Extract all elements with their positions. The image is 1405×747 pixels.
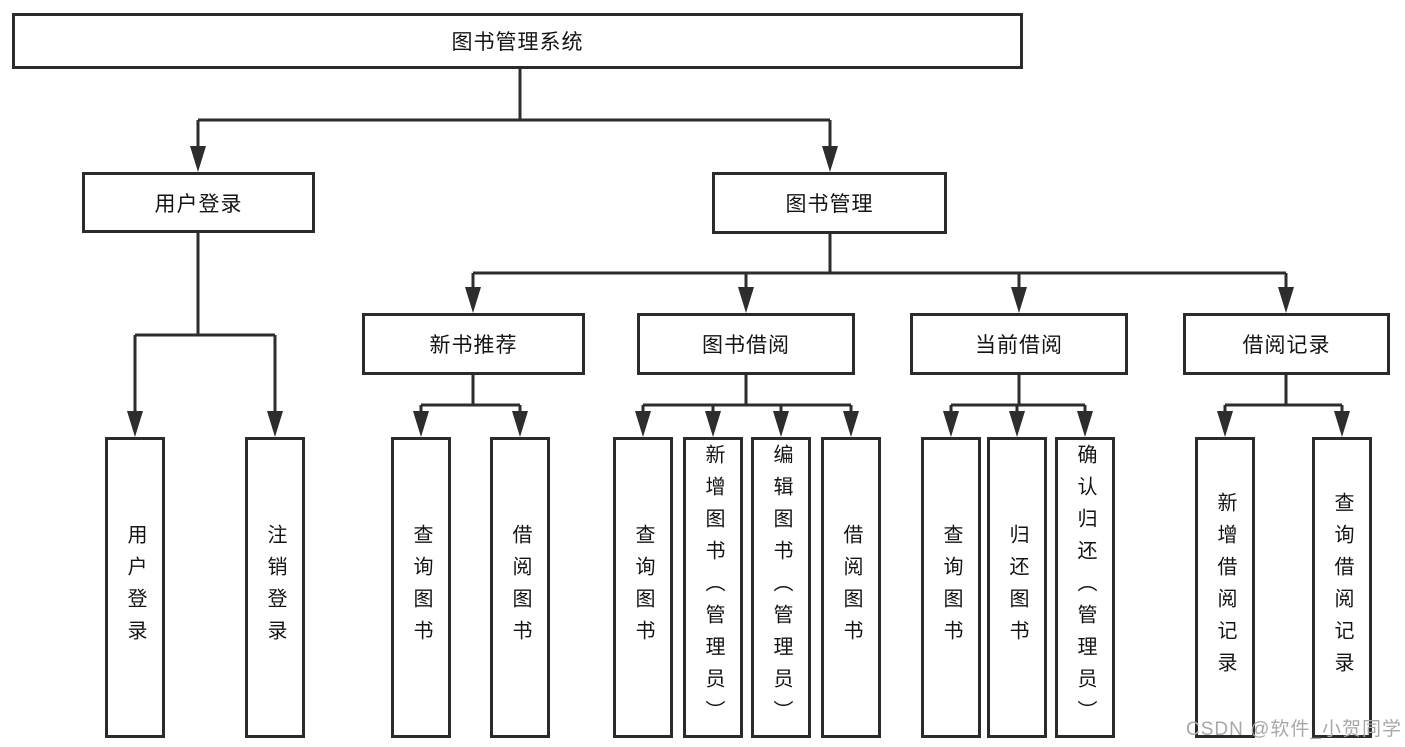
node-book-management: 图书管理 <box>712 172 947 234</box>
arrowheads <box>127 146 1350 437</box>
arrowhead <box>843 411 859 437</box>
node-borrow-records: 借阅记录 <box>1183 313 1390 375</box>
arrowhead <box>512 411 528 437</box>
edge-root-to-level2 <box>196 69 832 150</box>
arrowhead <box>738 287 754 313</box>
leaf-query-borrow-record: 查询借阅记录 <box>1312 437 1372 738</box>
leaf-return-book: 归还图书 <box>987 437 1047 738</box>
arrowhead <box>1278 287 1294 313</box>
watermark-text: CSDN @软件_小贺同学 <box>1186 719 1402 740</box>
edge-user-login-branch <box>133 233 277 415</box>
arrowhead <box>127 411 143 437</box>
arrowhead <box>1011 287 1027 313</box>
node-book-borrow: 图书借阅 <box>637 313 855 375</box>
arrowhead <box>943 411 959 437</box>
arrowhead <box>1077 411 1093 437</box>
edge-borrow-record-branch <box>1223 375 1344 415</box>
leaf-logout: 注销登录 <box>245 437 305 738</box>
node-new-book-recommend: 新书推荐 <box>362 313 585 375</box>
edge-new-book-branch <box>419 375 522 415</box>
arrowhead <box>705 411 721 437</box>
arrowhead <box>1334 411 1350 437</box>
arrowhead <box>635 411 651 437</box>
leaf-edit-book-admin: 编辑图书（管理员） <box>751 437 811 738</box>
arrowhead <box>1217 411 1233 437</box>
node-current-borrow: 当前借阅 <box>910 313 1128 375</box>
edge-book-mgmt-branch <box>471 234 1288 291</box>
arrowhead <box>413 411 429 437</box>
node-user-login: 用户登录 <box>82 172 315 233</box>
leaf-query-books-current: 查询图书 <box>921 437 981 738</box>
node-library-system: 图书管理系统 <box>12 13 1023 69</box>
edge-book-borrow-branch <box>641 375 853 415</box>
arrowhead <box>190 146 206 172</box>
leaf-add-borrow-record: 新增借阅记录 <box>1195 437 1255 738</box>
leaf-query-books-borrow: 查询图书 <box>613 437 673 738</box>
leaf-query-books-recommend: 查询图书 <box>391 437 451 738</box>
arrowhead <box>822 146 838 172</box>
leaf-confirm-return-admin: 确认归还（管理员） <box>1055 437 1115 738</box>
arrowhead <box>1009 411 1025 437</box>
edge-current-borrow-branch <box>949 375 1087 415</box>
leaf-user-login: 用户登录 <box>105 437 165 738</box>
arrowhead <box>267 411 283 437</box>
arrowhead <box>773 411 789 437</box>
leaf-add-book-admin: 新增图书（管理员） <box>683 437 743 738</box>
leaf-borrow-books-recommend: 借阅图书 <box>490 437 550 738</box>
arrowhead <box>465 287 481 313</box>
leaf-borrow-books: 借阅图书 <box>821 437 881 738</box>
